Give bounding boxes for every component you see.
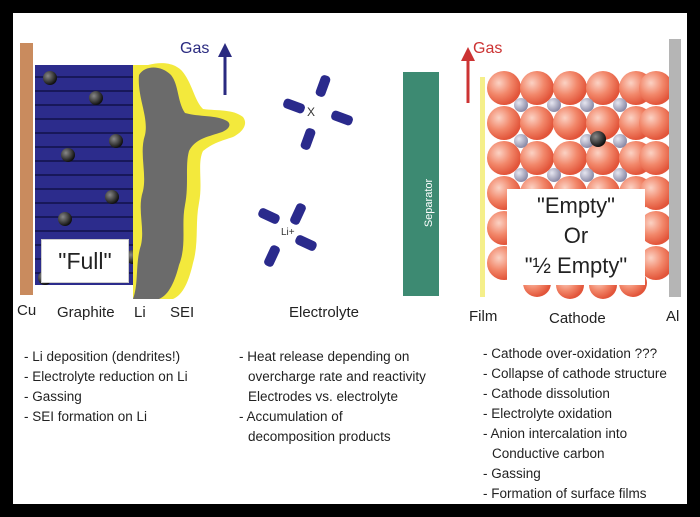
li-label: Li bbox=[134, 304, 146, 321]
electrolyte-label: Electrolyte bbox=[289, 304, 360, 321]
empty-badge-line1: "Empty" bbox=[537, 193, 615, 218]
separator-label: Separator bbox=[423, 178, 435, 228]
list-item: Electrolyte reduction on Li bbox=[24, 367, 187, 387]
list-item: overcharge rate and reactivity bbox=[248, 369, 426, 384]
separator bbox=[403, 72, 439, 296]
cu-label: Cu bbox=[17, 302, 37, 319]
list-item: Formation of surface films bbox=[483, 484, 667, 504]
cathode-label: Cathode bbox=[549, 310, 606, 327]
cation-cluster bbox=[258, 203, 317, 267]
list-item: Anion intercalation into bbox=[483, 424, 667, 444]
empty-badge-line2: Or bbox=[563, 223, 589, 248]
list-item: SEI formation on Li bbox=[24, 407, 188, 427]
list-item: decomposition products bbox=[248, 429, 391, 444]
full-state-badge: "Full" bbox=[41, 239, 129, 283]
list-item: Conductive carbon bbox=[492, 446, 605, 461]
list-item: Cathode over-oxidation ??? bbox=[483, 344, 667, 364]
empty-badge-line3: "½ Empty" bbox=[524, 253, 628, 278]
list-item: Cathode dissolution bbox=[483, 384, 667, 404]
diagram-artwork bbox=[20, 39, 681, 299]
surface-film bbox=[480, 77, 485, 297]
gas-label-right: Gas bbox=[473, 40, 503, 57]
gas-arrow-right bbox=[461, 47, 475, 103]
list-item: Gassing bbox=[483, 464, 667, 484]
diagram-frame: "Full" "Empty" Or "½ Empty" Gas Gas X Li… bbox=[13, 13, 687, 504]
anion-cluster bbox=[283, 75, 353, 150]
list-item: Accumulation of bbox=[239, 407, 426, 427]
list-item: Collapse of cathode structure bbox=[483, 364, 667, 384]
gas-arrow-left bbox=[218, 43, 232, 95]
list-item: Electrodes vs. electrolyte bbox=[248, 389, 399, 404]
film-label: Film bbox=[469, 308, 498, 325]
al-label: Al bbox=[666, 308, 680, 325]
anode-effects-list: Li deposition (dendrites!) Electrolyte r… bbox=[24, 347, 188, 427]
graphite-label: Graphite bbox=[57, 304, 115, 321]
list-item: Gassing bbox=[24, 387, 188, 407]
list-item: Electrolyte oxidation bbox=[483, 404, 667, 424]
gas-label-left: Gas bbox=[180, 40, 210, 57]
cathode-effects-list: Cathode over-oxidation ??? Collapse of c… bbox=[483, 344, 667, 504]
sei-label: SEI bbox=[170, 304, 195, 321]
copper-collector bbox=[20, 43, 33, 295]
aluminum-collector bbox=[669, 39, 681, 297]
anion-label: X bbox=[307, 105, 316, 119]
electrolyte-effects-list: Heat release depending on overcharge rat… bbox=[239, 347, 426, 447]
lithium-dendrite bbox=[133, 67, 230, 299]
cation-label: Li+ bbox=[281, 227, 295, 238]
empty-state-badge: "Empty" Or "½ Empty" bbox=[507, 189, 645, 285]
list-item: Heat release depending on bbox=[239, 347, 426, 367]
list-item: Li deposition (dendrites!) bbox=[24, 347, 188, 367]
